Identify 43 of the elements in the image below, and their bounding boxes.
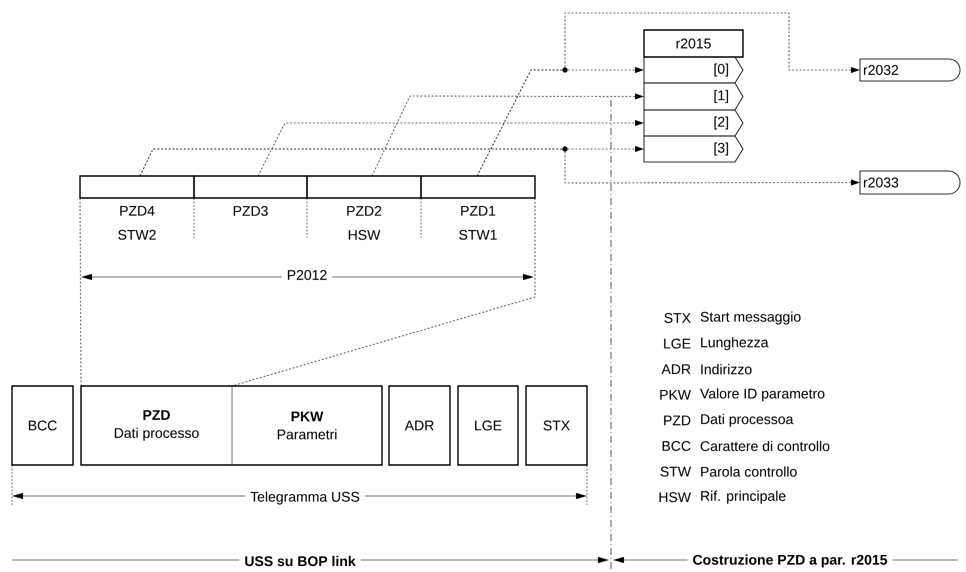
index-row: [3] [644, 136, 744, 162]
abbreviation: PKW [660, 390, 691, 400]
node-label: PZD1 STW1 [459, 206, 497, 240]
section-label: Costruzione PZD a par. r2015 [688, 553, 893, 569]
abbreviation: LGE [664, 338, 690, 349]
telegram-field: LGE [457, 385, 519, 466]
telegram-cell: PZD3 [193, 175, 308, 216]
node-label: PZD4 STW2 [118, 206, 156, 240]
abbreviation-meaning: Rif. principale [701, 490, 786, 504]
section-label: USS su BOP link [239, 554, 361, 568]
telegram-field: ADR [388, 385, 451, 466]
telegram-cell: PZD4 STW2 [79, 175, 195, 240]
telegram-field: PZD Dati processo [80, 385, 232, 466]
abbreviation-meaning: Carattere di controllo [700, 440, 830, 452]
node-label: PZD3 [234, 206, 268, 216]
abbreviation-meaning: Dati processoa [701, 414, 794, 427]
node-label: PZD2 HSW [347, 206, 382, 240]
telegram-field: PKW Parametri [232, 385, 383, 466]
telegram-field: BCC [11, 385, 74, 466]
abbreviation-meaning: Lunghezza [701, 337, 768, 350]
abbreviation: HSW [660, 492, 691, 502]
abbreviation-meaning: Indirizzo [701, 364, 752, 374]
abbreviation: PZD [664, 416, 690, 426]
abbreviation: STX [664, 313, 691, 323]
abbreviation: STW [660, 466, 691, 477]
output-connector: r2032 [860, 58, 960, 82]
output-connector: r2033 [860, 170, 960, 194]
abbreviation-meaning: Start messaggio [700, 311, 801, 325]
dimension-label: Telegramma USS [245, 490, 365, 506]
telegram-cell: PZD2 HSW [306, 175, 422, 240]
abbreviation: BCC [662, 441, 690, 451]
telegram-cell: PZD1 STW1 [420, 175, 536, 240]
index-row: [0] [644, 56, 744, 84]
index-row: [2] [644, 110, 744, 136]
connector [80, 198, 82, 386]
abbreviation-meaning: Valore ID parametro [700, 388, 824, 402]
parameter-box: r2015 [643, 29, 744, 58]
abbreviation-meaning: Parola controllo [701, 466, 797, 477]
connector [232, 198, 536, 386]
telegram-field: STX [525, 385, 588, 466]
index-row: [1] [644, 82, 744, 110]
dimension-label: P2012 [282, 269, 332, 281]
abbreviation: ADR [661, 364, 690, 374]
